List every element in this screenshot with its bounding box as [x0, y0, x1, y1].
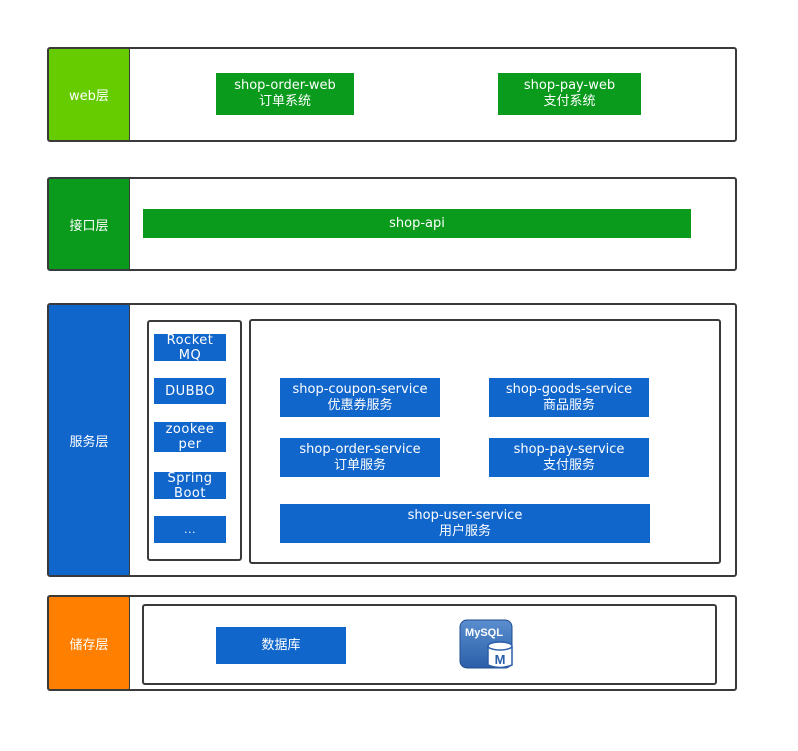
shop-api-node[interactable]: shop-api: [143, 209, 691, 238]
service-name: shop-goods-service: [505, 381, 633, 397]
middleware-line1: Spring: [167, 470, 213, 486]
mysql-logo-icon: MySQL M: [459, 619, 514, 671]
web-layer-label: web层: [48, 48, 130, 141]
storage-layer-label: 储存层: [48, 596, 130, 690]
node-desc: 订单系统: [258, 94, 311, 109]
shop-pay-web-node[interactable]: shop-pay-web 支付系统: [498, 73, 641, 115]
service-name: shop-coupon-service: [292, 381, 428, 397]
service-name: shop-pay-service: [513, 441, 625, 457]
middleware-more[interactable]: ...: [154, 516, 226, 543]
mysql-logo-text: MySQL: [465, 627, 503, 639]
shop-user-service-node[interactable]: shop-user-service 用户服务: [280, 504, 650, 543]
middleware-zookeeper[interactable]: zookee per: [154, 422, 226, 452]
database-node[interactable]: 数据库: [216, 627, 346, 664]
node-name: shop-api: [389, 215, 445, 231]
node-name: shop-pay-web: [523, 78, 616, 93]
storage-panel: 数据库 MySQL M: [142, 604, 717, 685]
node-desc: 支付系统: [543, 94, 596, 109]
mysql-logo-mark: M: [495, 652, 506, 667]
services-panel: shop-coupon-service 优惠券服务 shop-goods-ser…: [249, 319, 721, 564]
service-name: shop-user-service: [407, 507, 523, 523]
middleware-line1: DUBBO: [165, 383, 215, 399]
service-desc: 订单服务: [333, 457, 386, 473]
middleware-panel: Rocket MQ DUBBO zookee per Spring Boot .…: [147, 320, 242, 561]
storage-layer: 储存层 数据库 MySQL M: [47, 595, 737, 691]
service-desc: 商品服务: [542, 397, 595, 413]
api-layer-label: 接口层: [48, 178, 130, 270]
shop-order-web-node[interactable]: shop-order-web 订单系统: [216, 73, 354, 115]
service-desc: 用户服务: [438, 523, 491, 539]
shop-order-service-node[interactable]: shop-order-service 订单服务: [280, 438, 440, 477]
shop-goods-service-node[interactable]: shop-goods-service 商品服务: [489, 378, 649, 417]
service-desc: 优惠券服务: [327, 397, 393, 413]
node-name: shop-order-web: [234, 78, 336, 93]
api-layer: 接口层 shop-api: [47, 177, 737, 271]
service-name: shop-order-service: [299, 441, 421, 457]
middleware-line1: ...: [184, 523, 196, 536]
service-layer: 服务层 Rocket MQ DUBBO zookee per Spring Bo…: [47, 303, 737, 577]
service-desc: 支付服务: [542, 457, 595, 473]
service-layer-label: 服务层: [48, 304, 130, 576]
middleware-line2: per: [178, 437, 202, 452]
shop-coupon-service-node[interactable]: shop-coupon-service 优惠券服务: [280, 378, 440, 417]
middleware-dubbo[interactable]: DUBBO: [154, 378, 226, 404]
shop-pay-service-node[interactable]: shop-pay-service 支付服务: [489, 438, 649, 477]
middleware-line2: Boot: [174, 485, 206, 501]
database-label: 数据库: [261, 637, 301, 653]
middleware-line1: Rocket: [166, 332, 214, 348]
middleware-line2: MQ: [178, 347, 202, 363]
middleware-line1: zookee: [165, 422, 215, 437]
middleware-springboot[interactable]: Spring Boot: [154, 470, 226, 501]
web-layer: web层 shop-order-web 订单系统 shop-pay-web 支付…: [47, 47, 737, 142]
middleware-rocketmq[interactable]: Rocket MQ: [154, 332, 226, 363]
